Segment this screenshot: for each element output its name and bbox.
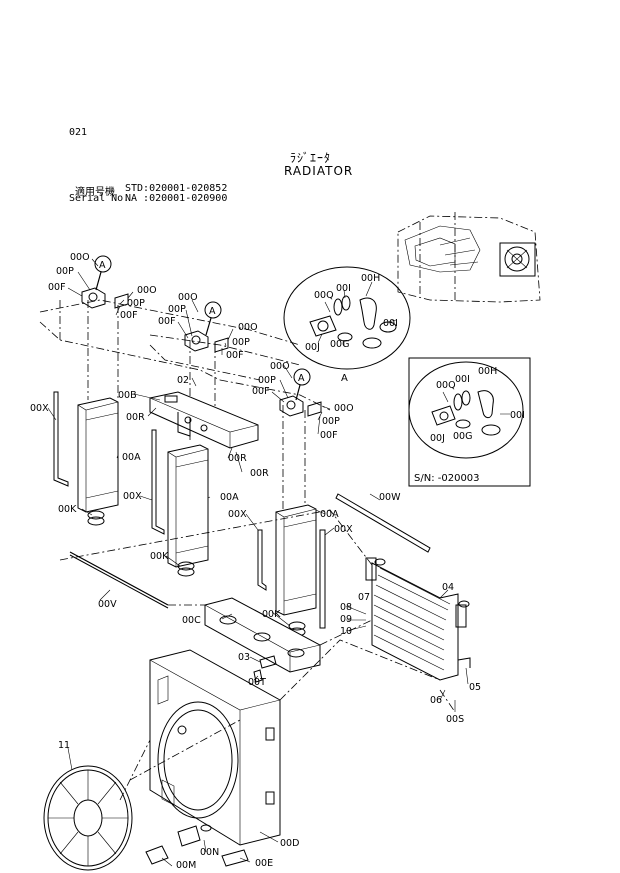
detail-a-circle: 00H 00Q 00I 00I 00J 00G A bbox=[283, 266, 411, 384]
label-00E: 00E bbox=[255, 858, 273, 869]
label-00S: 00S bbox=[446, 714, 464, 725]
label-00F-6: 00F bbox=[320, 430, 338, 441]
label-00A-3: 00A bbox=[320, 509, 339, 520]
label-00R-3: 00R bbox=[250, 468, 269, 479]
detail-a-part-00H: 00H bbox=[361, 273, 380, 284]
serial-value: NA :020001-020900 bbox=[125, 193, 228, 204]
label-00X-1: 00X bbox=[30, 403, 49, 414]
label-00A-2: 00A bbox=[220, 492, 239, 503]
upper-frame-dashed bbox=[39, 299, 331, 520]
detail-sn-serial-note: S/N: -020003 bbox=[414, 473, 480, 484]
detail-sn-part-00G: 00G bbox=[453, 431, 472, 442]
label-00F-3: 00F bbox=[158, 316, 176, 327]
label-08: 08 bbox=[340, 602, 352, 613]
detail-a-part-00J: 00J bbox=[305, 342, 320, 353]
detail-sn-part-00Q: 00Q bbox=[436, 380, 456, 391]
core-00A-right bbox=[275, 504, 317, 616]
bracket-assembly-middle bbox=[184, 330, 229, 353]
label-07: 07 bbox=[358, 592, 370, 603]
label-00A-1: 00A bbox=[122, 452, 141, 463]
seal-strips bbox=[69, 493, 431, 609]
title-english: RADIATOR bbox=[284, 164, 354, 178]
label-00X-4: 00X bbox=[334, 524, 353, 535]
label-06: 06 bbox=[430, 695, 442, 706]
callout-a-1: A bbox=[99, 260, 106, 271]
core-00A-middle bbox=[167, 444, 209, 568]
lower-hoses bbox=[145, 824, 249, 867]
applicable-value: STD:020001-020852 bbox=[125, 183, 228, 194]
label-00O-2: 00O bbox=[137, 285, 157, 296]
label-00O-1: 00O bbox=[70, 252, 90, 263]
label-00N: 00N bbox=[200, 847, 219, 858]
core-00A-left bbox=[77, 397, 119, 513]
label-00O-6: 00O bbox=[334, 403, 354, 414]
detail-sn-part-00I-right: 00I bbox=[510, 410, 525, 421]
label-00F-1: 00F bbox=[48, 282, 66, 293]
callout-a-2: A bbox=[209, 306, 216, 317]
cross-beam bbox=[149, 391, 259, 449]
bracket-assembly-left bbox=[81, 287, 129, 309]
label-00O-5: 00O bbox=[270, 361, 290, 372]
callout-a-markers: A A A bbox=[94, 255, 311, 401]
title-japanese: ﾗｼﾞｴｰﾀ bbox=[290, 151, 332, 165]
pipes-00X bbox=[53, 391, 326, 629]
label-00F-5: 00F bbox=[252, 386, 270, 397]
label-00P-6: 00P bbox=[322, 416, 340, 427]
label-03: 03 bbox=[238, 652, 250, 663]
serial-label: Serial No. bbox=[69, 193, 130, 204]
oil-cooler-04 bbox=[365, 557, 471, 681]
part-labels: 00O 00P 00F 00O 00P 00F 00O 00P 00F 00O … bbox=[30, 252, 481, 871]
detail-sn-part-00I-top: 00I bbox=[455, 374, 470, 385]
label-00B: 00B bbox=[118, 390, 137, 401]
label-00R-1: 00R bbox=[126, 412, 145, 423]
label-00X-3: 00X bbox=[228, 509, 247, 520]
label-02: 02 bbox=[177, 375, 189, 386]
detail-sn-box: 00H 00Q 00I 00I 00J 00G S/N: -020003 bbox=[408, 357, 531, 487]
lower-frame-dashed bbox=[59, 509, 456, 801]
shroud-frame-00D bbox=[149, 649, 281, 846]
callout-a-3: A bbox=[298, 373, 305, 384]
fan-guard-11 bbox=[43, 765, 133, 871]
label-00F-4: 00F bbox=[226, 350, 244, 361]
label-00K-2: 00K bbox=[150, 551, 169, 562]
page-number: 021 bbox=[69, 127, 88, 138]
label-04: 04 bbox=[442, 582, 454, 593]
label-00P-3: 00P bbox=[168, 304, 186, 315]
label-10: 10 bbox=[340, 626, 352, 637]
detail-a-part-00I-top: 00I bbox=[336, 283, 351, 294]
label-00O-3: 00O bbox=[178, 292, 198, 303]
machine-location-sketch bbox=[397, 212, 541, 303]
label-00P-4: 00P bbox=[232, 337, 250, 348]
label-00W: 00W bbox=[379, 492, 401, 503]
label-00P-5: 00P bbox=[258, 375, 276, 386]
label-00C: 00C bbox=[182, 615, 201, 626]
detail-a-part-00G: 00G bbox=[330, 339, 349, 350]
label-00K-1: 00K bbox=[58, 504, 77, 515]
bracket-assembly-right bbox=[279, 395, 322, 417]
label-09: 09 bbox=[340, 614, 352, 625]
applicable-label: 適用号機 bbox=[75, 187, 115, 198]
leader-lines bbox=[47, 258, 469, 867]
label-11: 11 bbox=[58, 740, 70, 751]
label-00M: 00M bbox=[176, 860, 196, 871]
label-00K-3: 00K bbox=[262, 609, 281, 620]
label-00X-2: 00X bbox=[123, 491, 142, 502]
label-00O-4: 00O bbox=[238, 322, 258, 333]
label-00F-2: 00F bbox=[120, 310, 138, 321]
label-05: 05 bbox=[469, 682, 481, 693]
label-00V: 00V bbox=[98, 599, 117, 610]
label-00D: 00D bbox=[280, 838, 299, 849]
detail-sn-part-00J: 00J bbox=[430, 433, 445, 444]
detail-sn-part-00H: 00H bbox=[478, 366, 497, 377]
lower-tank-00C bbox=[204, 597, 321, 673]
label-00T: 00T bbox=[248, 677, 266, 688]
label-00P-2: 00P bbox=[127, 298, 145, 309]
detail-a-label: A bbox=[341, 373, 348, 384]
label-00P-1: 00P bbox=[56, 266, 74, 277]
label-00R-2: 00R bbox=[228, 453, 247, 464]
detail-a-part-00Q: 00Q bbox=[314, 290, 334, 301]
detail-a-part-00I-right: 00I bbox=[383, 318, 398, 329]
